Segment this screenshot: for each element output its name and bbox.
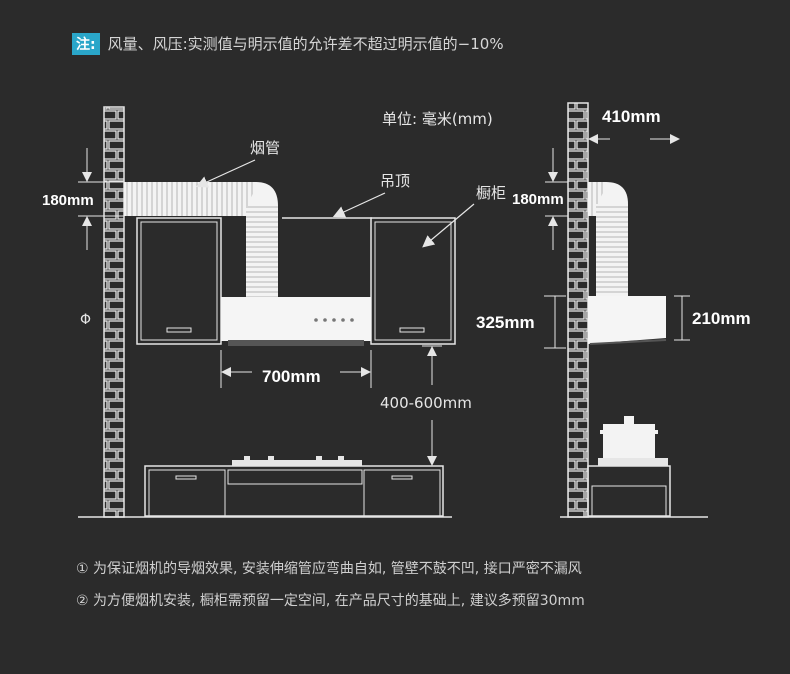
dim-duct-right: 180mm bbox=[512, 191, 564, 208]
unit-label: 单位: 毫米(mm) bbox=[382, 110, 493, 128]
dim-clearance-lines bbox=[422, 345, 442, 467]
range-hood bbox=[221, 297, 371, 346]
dim-duct-left: 180mm bbox=[42, 192, 94, 209]
note-tag: 注: bbox=[72, 33, 100, 55]
note-text: 风量、风压:实测值与明示值的允许差不超过明示值的−10% bbox=[107, 35, 504, 53]
left-duct bbox=[124, 182, 278, 298]
dim-side-depth-lines bbox=[587, 128, 680, 150]
dim-width: 700mm bbox=[262, 367, 321, 386]
note: 注: 风量、风压:实测值与明示值的允许差不超过明示值的−10% bbox=[72, 33, 504, 55]
side-hood bbox=[588, 296, 667, 345]
dim-side-depth: 410mm bbox=[602, 107, 661, 126]
leader-duct bbox=[195, 159, 256, 188]
right-wall bbox=[567, 102, 589, 518]
dim-clearance: 400-600mm bbox=[380, 394, 472, 412]
right-upper-cabinet bbox=[370, 217, 456, 345]
footnote-1: ① 为保证烟机的导烟效果, 安装伸缩管应弯曲自如, 管壁不鼓不凹, 接口严密不漏… bbox=[76, 561, 582, 577]
dim-height: 325mm bbox=[476, 313, 535, 332]
side-counter bbox=[587, 416, 671, 517]
label-duct: 烟管 bbox=[250, 139, 280, 157]
dim-width-lines bbox=[220, 350, 372, 388]
right-duct bbox=[588, 182, 628, 298]
dim-body: 210mm bbox=[692, 309, 751, 328]
label-cabinet: 橱柜 bbox=[476, 184, 506, 202]
leader-cabinet bbox=[422, 203, 475, 248]
label-ceiling: 吊顶 bbox=[380, 172, 410, 190]
left-wall bbox=[103, 106, 125, 518]
footnote-2: ② 为方便烟机安装, 橱柜需预留一定空间, 在产品尺寸的基础上, 建议多预留30… bbox=[76, 593, 585, 609]
dim-height-lines bbox=[544, 295, 566, 349]
left-upper-cabinet bbox=[136, 217, 222, 345]
pipe-symbol: Φ bbox=[80, 312, 91, 328]
leader-ceiling bbox=[332, 192, 386, 218]
dim-body-lines bbox=[674, 295, 690, 341]
dim-right-duct-lines bbox=[545, 148, 568, 250]
dim-left-lines bbox=[78, 148, 124, 250]
base-cabinet bbox=[144, 456, 444, 517]
